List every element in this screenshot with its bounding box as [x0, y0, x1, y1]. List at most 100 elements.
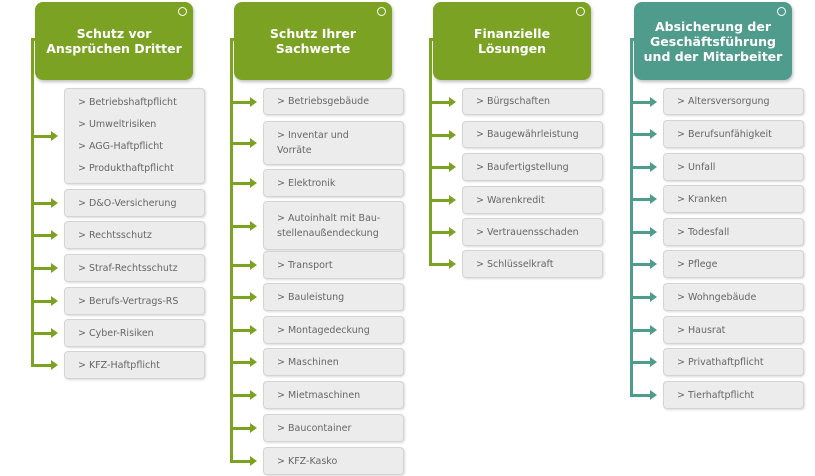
arrow-right-icon [630, 357, 657, 367]
list-item: > Todesfall [663, 218, 804, 246]
list-item: > Maschinen [263, 348, 404, 376]
column-header: Absicherung der Geschäftsführung und der… [634, 2, 792, 80]
list-item: > Rechtsschutz [64, 221, 205, 249]
list-item-label: > Privathaftpflicht [677, 356, 764, 368]
list-item-label: > Baugewährleistung [476, 129, 579, 140]
list-item-label: > Betriebshaftpflicht [78, 97, 177, 108]
list-item-label: > Hausrat [677, 324, 726, 336]
list-item: > Baugewährleistung [462, 121, 603, 148]
list-item-label: > Betriebsgebäude [277, 96, 370, 107]
list-item-label: > Altersversorgung [677, 96, 770, 107]
arrow-right-icon [230, 96, 257, 107]
list-item-label: > Mietmaschinen [277, 389, 361, 401]
list-item: > Schlüsselkraft [462, 250, 603, 278]
list-item-label: > Tierhaftpflicht [677, 389, 755, 401]
arrow-right-icon [31, 296, 58, 306]
arrow-right-icon [429, 259, 456, 269]
list-item: > Baucontainer [263, 414, 404, 442]
list-item: > Montagedeckung [263, 316, 404, 344]
list-item-label: > Umweltrisiken [78, 119, 157, 130]
column-header: Schutz Ihrer Sachwerte [234, 2, 392, 80]
list-item-label: > KFZ-Haftpflicht [78, 359, 160, 371]
list-item: > Berufs-Vertrags-RS [64, 287, 205, 315]
arrow-right-icon [429, 162, 456, 172]
list-item: > Mietmaschinen [263, 381, 404, 409]
list-item: > Baufertigstellung [462, 153, 603, 181]
arrow-right-icon [630, 194, 657, 204]
arrow-right-icon [429, 227, 456, 237]
list-item-label: > Baucontainer [277, 422, 352, 434]
connector-line [31, 38, 41, 41]
arrow-right-icon [429, 195, 456, 205]
list-item: > Transport [263, 251, 404, 279]
list-item-label: > Unfall [677, 161, 716, 173]
list-item: > Wohngebäude [663, 283, 804, 311]
list-item-label: > AGG-Haftpflicht [78, 141, 163, 152]
list-item: > Altersversorgung [663, 88, 804, 115]
arrow-right-icon [230, 325, 257, 335]
list-item-label: > Pflege [677, 258, 718, 270]
list-item-label: > D&O-Versicherung [78, 197, 177, 209]
ring-icon [777, 7, 786, 16]
list-item-label: > Elektronik [277, 177, 336, 189]
arrow-right-icon [31, 230, 58, 240]
list-item: > Warenkredit [462, 186, 603, 214]
ring-icon [178, 7, 187, 16]
list-item-label: > Montagedeckung [277, 324, 370, 336]
list-item-label: > Todesfall [677, 226, 730, 238]
column-4: Absicherung der Geschäftsführung und der… [614, 0, 814, 476]
ring-icon [576, 7, 585, 16]
list-item-label: > Inventar und [277, 130, 349, 141]
list-item-label: > Baufertigstellung [476, 161, 569, 173]
list-item-label: > Vertrauensschaden [476, 226, 579, 238]
arrow-right-icon [630, 390, 657, 400]
column-1: Schutz vor Ansprüchen Dritter > Betriebsh… [15, 0, 215, 476]
connector-trunk [230, 38, 233, 463]
list-item: > Betriebsgebäude [263, 88, 404, 115]
list-item: > Unfall [663, 153, 804, 181]
arrow-right-icon [630, 96, 657, 107]
list-item-label: > KFZ-Kasko [277, 455, 338, 467]
arrow-right-icon [630, 292, 657, 302]
list-item-label: > Berufs-Vertrags-RS [78, 295, 179, 307]
arrow-right-icon [630, 259, 657, 269]
arrow-right-icon [230, 390, 257, 400]
arrow-right-icon [31, 360, 58, 370]
connector-line [230, 38, 240, 41]
arrow-right-icon [230, 357, 257, 367]
list-item: > Vertrauensschaden [462, 218, 603, 246]
list-item: > Kranken [663, 185, 804, 213]
column-header-label: Finanzielle Lösungen [473, 26, 551, 56]
list-item: > Hausrat [663, 316, 804, 344]
arrow-right-icon [31, 198, 58, 208]
list-item-label: > Bauleistung [277, 291, 345, 303]
arrow-right-icon [630, 325, 657, 335]
arrow-right-icon [230, 178, 257, 188]
list-item-label: > Cyber-Risiken [78, 327, 154, 339]
list-item: > Bürgschaften [462, 88, 603, 115]
list-item: > D&O-Versicherung [64, 189, 205, 217]
list-item-label: > Kranken [677, 193, 727, 205]
list-item: > Berufsunfähigkeit [663, 120, 804, 148]
column-3: Finanzielle Lösungen > Bürgschaften > Baug… [413, 0, 613, 476]
list-item-label: > Transport [277, 259, 333, 271]
arrow-right-icon [630, 129, 657, 139]
arrow-right-icon [230, 423, 257, 433]
list-item-label: > Bürgschaften [476, 96, 551, 107]
list-item: > Privathaftpflicht [663, 348, 804, 376]
list-item-label: > Schlüsselkraft [476, 258, 554, 270]
list-item: > KFZ-Kasko [263, 447, 404, 475]
list-item: > Pflege [663, 250, 804, 278]
list-item-label: > Berufsunfähigkeit [677, 128, 772, 140]
list-item-label: > Autoinhalt mit Bau- [277, 212, 381, 224]
list-item: > Betriebshaftpflicht > Umweltrisiken > AG… [64, 88, 205, 184]
arrow-right-icon [429, 96, 456, 107]
list-item: > Elektronik [263, 169, 404, 197]
column-header-label: Schutz vor Ansprüchen Dritter [46, 26, 182, 56]
connector-trunk [630, 38, 633, 397]
column-2: Schutz Ihrer Sachwerte > Betriebsgebäude >… [214, 0, 414, 476]
list-item: > KFZ-Haftpflicht [64, 351, 205, 379]
list-item-label: Vorräte [277, 145, 312, 156]
